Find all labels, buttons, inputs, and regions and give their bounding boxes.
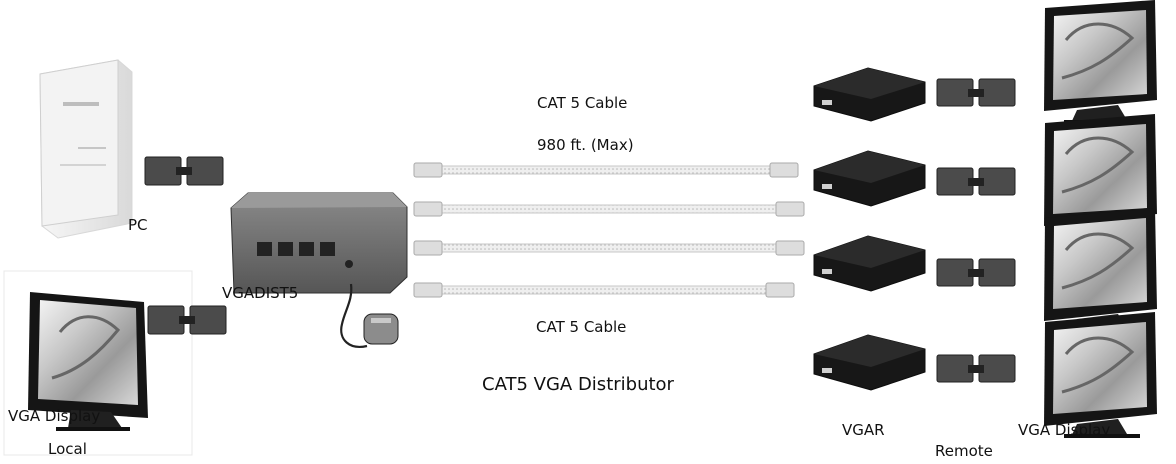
pc-tower bbox=[39, 59, 133, 239]
vgar-label: VGAR bbox=[842, 421, 885, 439]
vgar-receiver-4 bbox=[813, 334, 926, 391]
remote-vga-cable-4 bbox=[936, 354, 1016, 383]
cable-label-top-1: CAT 5 Cable bbox=[537, 94, 628, 112]
power-adapter bbox=[340, 283, 399, 348]
cat5-cable-2 bbox=[413, 201, 805, 217]
remote-vga-cable-2 bbox=[936, 167, 1016, 196]
vgadist5-unit bbox=[230, 192, 408, 294]
remote-display-label: VGA Display bbox=[1018, 421, 1111, 439]
local-label: Local bbox=[48, 440, 87, 458]
vgadist5-label: VGADIST5 bbox=[222, 284, 299, 302]
pc-label: PC bbox=[128, 216, 148, 234]
pc-vga-cable bbox=[144, 156, 224, 186]
cat5-cable-4 bbox=[413, 282, 795, 298]
vgar-receiver-1 bbox=[813, 67, 926, 122]
local-vga-cable bbox=[147, 305, 227, 335]
cable-label-top-2: 980 ft. (Max) bbox=[537, 136, 634, 154]
vgar-receiver-2 bbox=[813, 150, 926, 207]
remote-vga-display-4 bbox=[1044, 312, 1157, 438]
remote-label: Remote bbox=[935, 442, 993, 460]
remote-vga-cable-1 bbox=[936, 78, 1016, 107]
local-panel-outline bbox=[3, 270, 193, 456]
remote-vga-display-1 bbox=[1044, 0, 1157, 124]
remote-vga-cable-3 bbox=[936, 258, 1016, 287]
vgar-receiver-3 bbox=[813, 235, 926, 292]
local-display-label: VGA Display bbox=[8, 407, 101, 425]
cable-label-bottom: CAT 5 Cable bbox=[536, 318, 627, 336]
cat5-cable-3 bbox=[413, 240, 805, 256]
cat5-cable-1 bbox=[413, 162, 799, 178]
diagram-title: CAT5 VGA Distributor bbox=[482, 374, 674, 395]
local-vga-display bbox=[28, 292, 148, 431]
